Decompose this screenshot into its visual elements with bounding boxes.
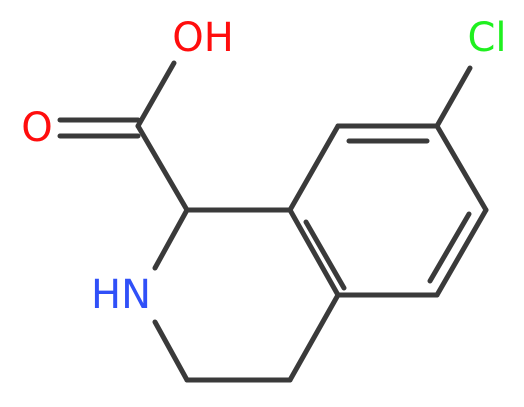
bond-c8a-c4a-inner bbox=[303, 219, 347, 291]
bond-c8a-c4a bbox=[287, 207, 341, 298]
chlorine-label: Cl bbox=[467, 15, 506, 61]
bond-c4-c4a bbox=[287, 292, 341, 383]
bond-c6-c7 bbox=[434, 123, 489, 213]
bond-c8-c8a bbox=[287, 123, 341, 213]
atom-labels: OH O HN Cl bbox=[21, 15, 506, 318]
bond-c1-n bbox=[152, 207, 190, 271]
bond-c5-c6-inner bbox=[427, 211, 472, 284]
bond-c7-cl bbox=[434, 65, 473, 129]
bond-c5-c6 bbox=[434, 207, 489, 298]
hydroxyl-label: OH bbox=[172, 15, 234, 61]
bond-c-oh bbox=[135, 60, 177, 129]
carbonyl-oxygen-label: O bbox=[21, 105, 52, 151]
amine-label: HN bbox=[91, 272, 151, 318]
bond-n-c3 bbox=[152, 319, 190, 383]
bond-c-c1 bbox=[135, 123, 190, 213]
bonds bbox=[57, 60, 489, 383]
